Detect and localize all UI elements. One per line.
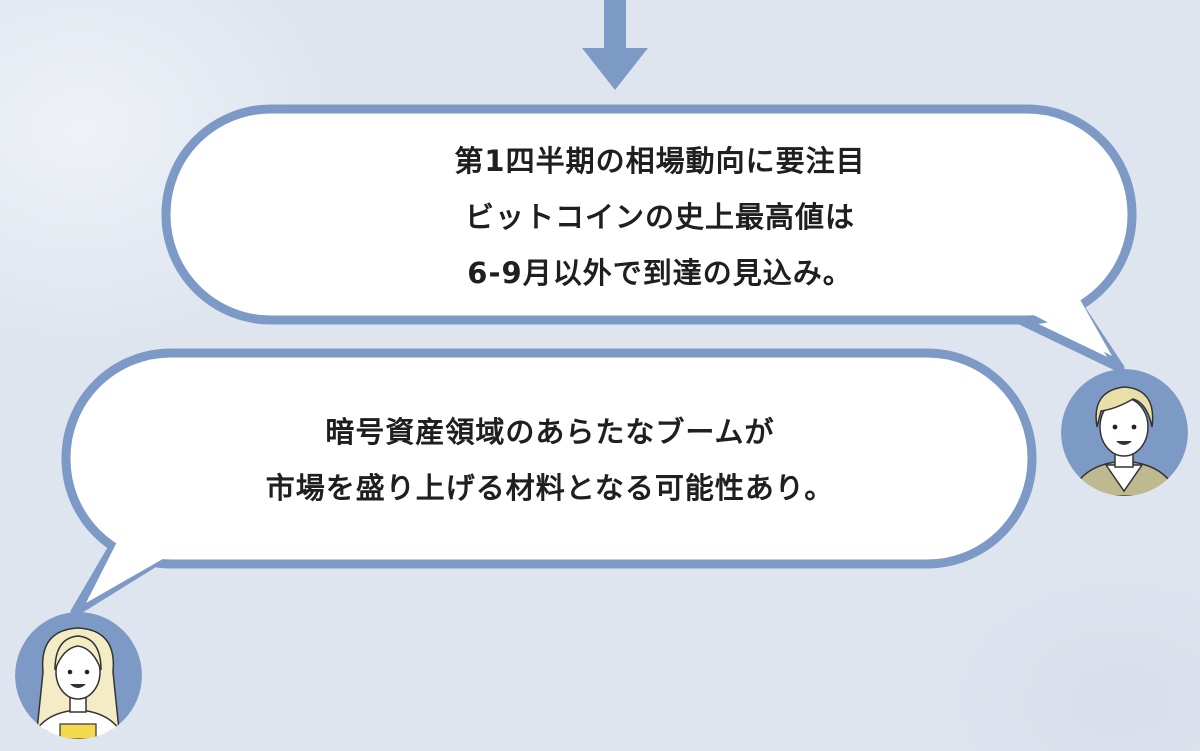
top-bubble-text: 第1四半期の相場動向に要注目 ビットコインの史上最高値は 6-9月以外で到達の見… (210, 133, 1110, 301)
man-avatar-icon (1061, 369, 1188, 496)
speech-bubble-top (161, 104, 1137, 373)
bottom-bubble-line-2: 市場を盛り上げる材料となる可能性あり。 (265, 471, 835, 505)
top-bubble-line-1: 第1四半期の相場動向に要注目 (454, 144, 866, 178)
bottom-bubble-text: 暗号資産領域のあらたなブームが 市場を盛り上げる材料となる可能性あり。 (100, 404, 1000, 516)
top-bubble-line-2: ビットコインの史上最高値は (464, 200, 855, 234)
top-bubble-line-3: 6-9月以外で到達の見込み。 (467, 256, 853, 290)
speech-bubble-bottom (61, 348, 1037, 617)
down-arrow-icon (582, 0, 648, 90)
woman-avatar-icon (15, 612, 142, 739)
bottom-bubble-line-1: 暗号資産領域のあらたなブームが (325, 415, 775, 449)
